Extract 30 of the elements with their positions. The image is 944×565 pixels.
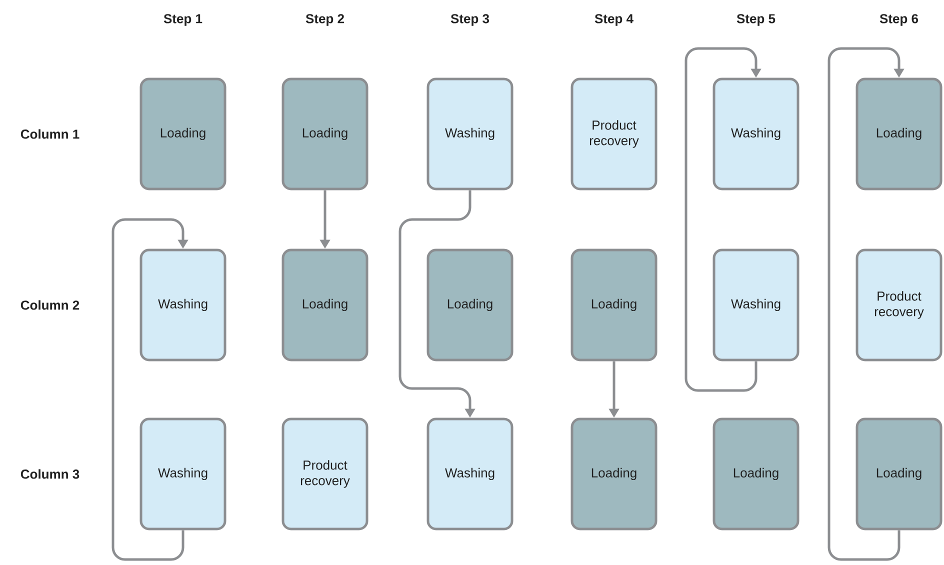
process-box: Washing (426, 78, 514, 190)
process-box: Washing (712, 78, 800, 190)
process-box: Washing (140, 418, 226, 530)
column-label: Column 2 (20, 300, 80, 310)
arrow (828, 47, 904, 561)
arrow (112, 218, 188, 561)
process-box: Loading (426, 248, 514, 362)
process-box: Washing (140, 248, 226, 362)
process-box: Loading (856, 78, 942, 190)
process-box: Washing (712, 248, 800, 362)
process-box: Loading (282, 78, 368, 190)
process-box: Product recovery (856, 248, 942, 362)
process-box: Loading (570, 418, 658, 530)
process-box: Loading (570, 248, 658, 362)
step-heading: Step 4 (594, 14, 634, 26)
process-box: Product recovery (282, 418, 368, 530)
process-box: Loading (140, 78, 226, 190)
step-heading: Step 3 (450, 14, 490, 26)
process-box: Product recovery (570, 78, 658, 190)
arrow (684, 47, 762, 392)
process-box: Loading (282, 248, 368, 362)
process-box: Washing (426, 418, 514, 530)
step-heading: Step 5 (736, 14, 776, 26)
process-box: Loading (856, 418, 942, 530)
step-heading: Step 6 (880, 14, 918, 26)
step-heading: Step 2 (306, 14, 344, 26)
process-box: Loading (712, 418, 800, 530)
column-label: Column 1 (20, 129, 80, 139)
step-heading: Step 1 (164, 14, 202, 26)
column-label: Column 3 (20, 469, 80, 479)
